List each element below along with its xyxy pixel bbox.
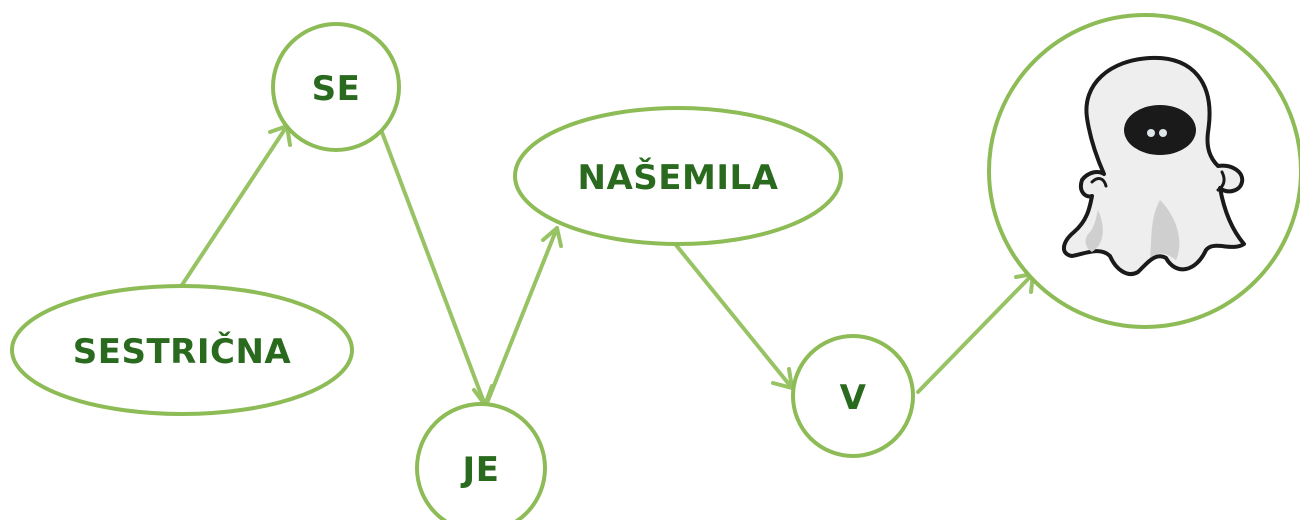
node-sestricna: SESTRIČNA — [10, 284, 354, 416]
node-je: JE — [415, 402, 547, 520]
node-label-je: JE — [461, 450, 500, 490]
edge-sestricna-se — [180, 124, 292, 287]
node-ghost — [987, 13, 1300, 329]
ghost-icon — [1062, 55, 1246, 276]
edge-je-nasemila — [485, 226, 563, 405]
node-label-se: SE — [312, 69, 361, 109]
node-label-nasemila: NAŠEMILA — [578, 157, 779, 198]
node-se: SE — [271, 22, 401, 152]
node-nasemila: NAŠEMILA — [513, 106, 843, 246]
node-label-v: V — [840, 378, 867, 418]
edge-nasemila-v — [674, 243, 794, 390]
node-label-sestricna: SESTRIČNA — [73, 331, 292, 372]
edge-se-je — [378, 125, 494, 407]
node-v: V — [791, 334, 915, 458]
edge-v-ghost — [916, 272, 1035, 394]
